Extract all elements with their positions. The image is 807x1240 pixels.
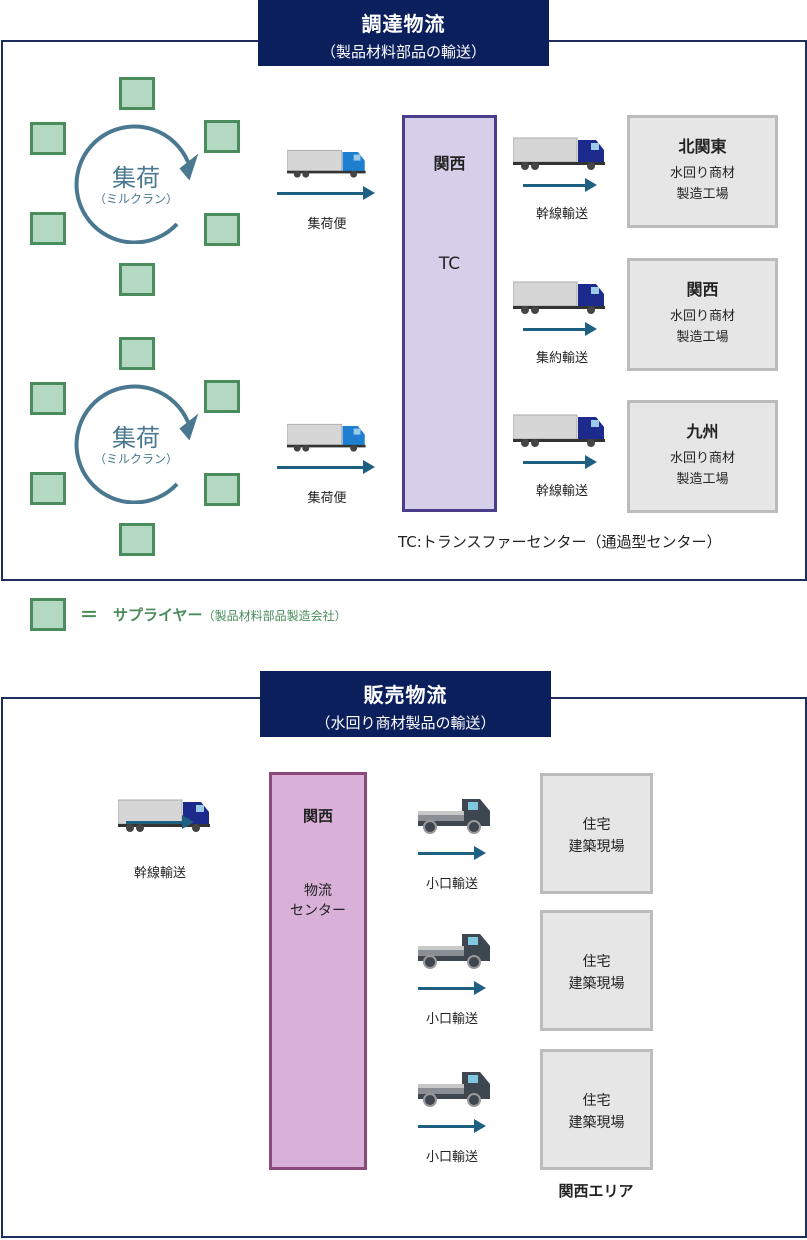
factory-box: 九州水回り商材製造工場 [627,400,778,513]
trunk-truck-icon [117,798,214,838]
small-truck-icon [418,932,494,974]
route-transport-label: 幹線輸送 [535,207,589,222]
arrow-icon [523,322,597,336]
tc-box: 関西 TC [402,115,497,512]
supplier-square [204,120,240,153]
sales-title: 販売物流 [363,683,448,707]
site-line1: 住宅 [582,817,611,833]
pickup-label: 集荷便 [307,491,347,506]
arrow-icon [418,1119,486,1133]
procurement-title: 調達物流 [361,12,446,36]
construction-site-box: 住宅建築現場 [540,1049,653,1170]
tc-note: TC:トランスファーセンター（通過型センター） [398,533,722,551]
route-transport-label: 集約輸送 [535,351,589,366]
factory-line2: 製造工場 [676,330,729,345]
factory-region: 北関東 [678,137,727,156]
tc-name: TC [438,254,461,274]
factory-box: 北関東水回り商材製造工場 [627,115,778,228]
supplier-square [30,212,66,245]
site-line2: 建築現場 [568,1115,625,1131]
delivery-transport-label: 小口輸送 [425,877,479,892]
site-line1: 住宅 [582,954,611,970]
milkrun-cycle-icon [74,384,199,504]
arrow-icon [523,178,597,192]
distribution-center-box: 関西 物流 センター [269,772,367,1170]
inbound-label: 幹線輸送 [133,866,187,881]
factory-line1: 水回り商材 [669,309,735,324]
trunk-truck-icon [512,136,609,176]
trunk-truck-icon [512,413,609,453]
supplier-square [119,77,155,110]
arrow-icon [277,186,375,200]
factory-line2: 製造工場 [676,187,729,202]
arrow-icon [418,981,486,995]
factory-line2: 製造工場 [676,472,729,487]
site-line2: 建築現場 [568,976,625,992]
center-region: 関西 [302,807,333,825]
sales-frame [1,697,807,1238]
pickup-label: 集荷便 [307,217,347,232]
small-truck-icon [418,797,494,839]
arrow-icon [418,846,486,860]
supplier-square [204,380,240,413]
supplier-square [119,337,155,370]
arrow-icon [523,455,597,469]
construction-site-box: 住宅建築現場 [540,910,653,1031]
sales-banner: 販売物流 （水回り商材製品の輸送） [260,671,551,737]
factory-line1: 水回り商材 [669,451,735,466]
center-line1: 物流 [304,883,332,899]
supplier-square [119,263,155,296]
supplier-square [204,473,240,506]
supplier-square [30,122,66,155]
delivery-transport-label: 小口輸送 [425,1150,479,1165]
milkrun-label: 集荷 [112,164,160,192]
pickup-truck-icon [286,420,369,460]
area-label: 関西エリア [558,1182,634,1200]
factory-region: 関西 [686,280,719,299]
arrow-icon [126,815,194,829]
delivery-transport-label: 小口輸送 [425,1012,479,1027]
center-line2: センター [290,903,346,919]
trunk-truck-icon [512,280,609,320]
legend-equals: ＝ [80,605,98,626]
site-line1: 住宅 [582,1093,611,1109]
milkrun-sub: （ミルクラン） [93,452,179,466]
legend-label: サプライヤー（製品材料部品製造会社） [113,606,347,624]
factory-box: 関西水回り商材製造工場 [627,258,778,371]
procurement-banner: 調達物流 （製品材料部品の輸送） [258,0,549,66]
factory-region: 九州 [686,422,719,441]
arrow-icon [277,460,375,474]
tc-region: 関西 [433,154,466,173]
supplier-legend-icon [30,598,66,631]
route-transport-label: 幹線輸送 [535,484,589,499]
legend-note: （製品材料部品製造会社） [202,609,347,623]
milkrun-label: 集荷 [112,424,160,452]
milkrun-cycle-icon [74,124,199,244]
factory-line1: 水回り商材 [669,166,735,181]
small-truck-icon [418,1070,494,1112]
construction-site-box: 住宅建築現場 [540,773,653,894]
milkrun-sub: （ミルクラン） [93,192,179,206]
supplier-square [30,382,66,415]
procurement-subtitle: （製品材料部品の輸送） [320,43,486,61]
site-line2: 建築現場 [568,839,625,855]
supplier-square [30,472,66,505]
pickup-truck-icon [286,146,369,186]
sales-subtitle: （水回り商材製品の輸送） [315,714,496,732]
supplier-square [204,213,240,246]
supplier-square [119,523,155,556]
